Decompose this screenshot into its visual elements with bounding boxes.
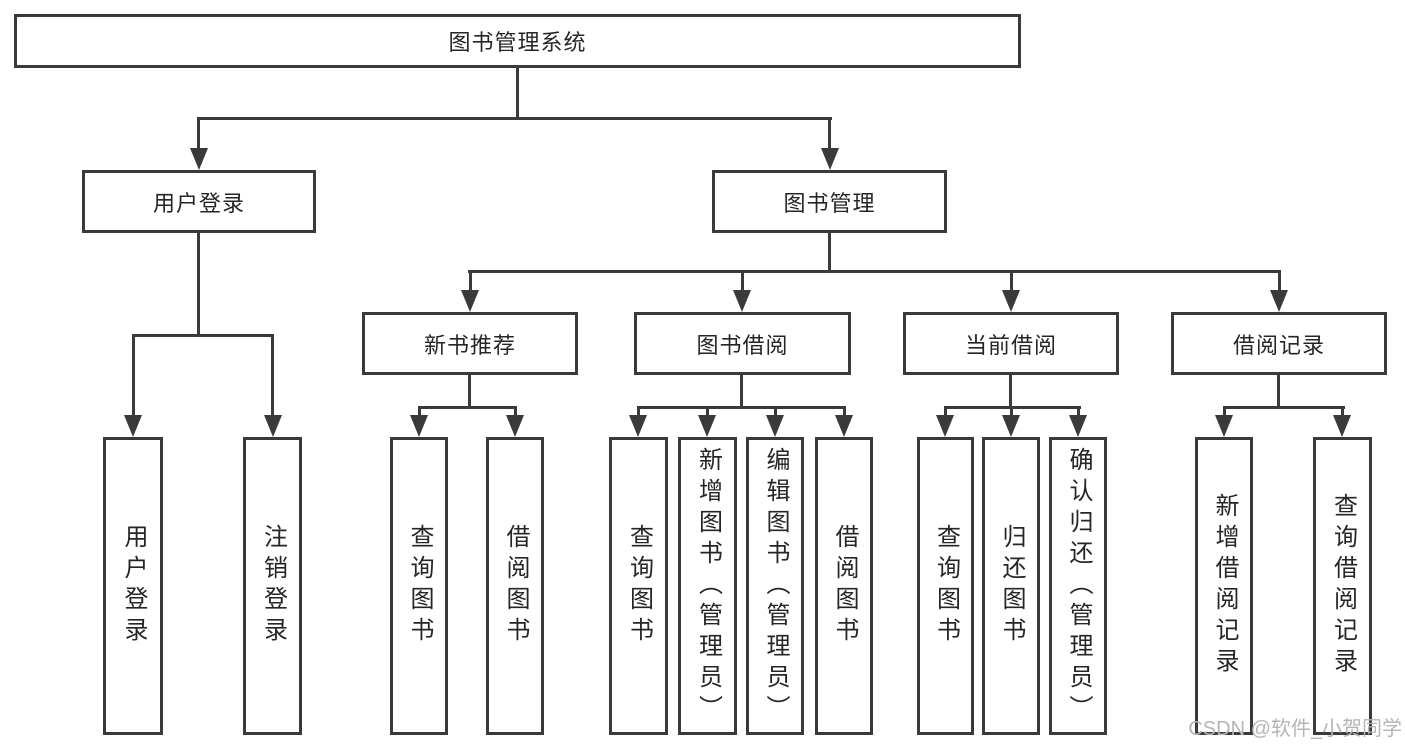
connector-stub [944, 406, 947, 417]
node-book-borrow-label: 图书借阅 [696, 332, 789, 358]
leaf-return-books: 归还图书 [982, 437, 1040, 735]
node-user-login: 用户登录 [82, 170, 316, 233]
leaf-query-books-recommend: 查询图书 [390, 437, 448, 735]
connector-drop-leaf-user-login [132, 334, 135, 417]
connector-stub [706, 406, 709, 417]
arrow-down-icon [190, 148, 208, 170]
leaf-logout: 注销登录 [243, 437, 302, 735]
connector-drop-borrow-record [1278, 270, 1281, 292]
connector-book-management-hbar [468, 270, 1281, 273]
connector-stub [1077, 406, 1080, 417]
arrow-down-icon [1333, 415, 1351, 437]
connector-drop-book-borrow [741, 270, 744, 292]
node-root-label: 图书管理系统 [448, 30, 587, 55]
connector-drop-new-book [469, 270, 472, 292]
node-user-login-label: 用户登录 [152, 190, 245, 216]
leaf-query-books-current: 查询图书 [917, 437, 974, 735]
arrow-down-icon [264, 415, 282, 437]
leaf-query-books-borrow: 查询图书 [609, 437, 668, 735]
leaf-query-books-current-label: 查询图书 [932, 524, 960, 648]
arrow-down-icon [698, 415, 716, 437]
leaf-user-login: 用户登录 [103, 437, 163, 735]
leaf-user-login-label: 用户登录 [120, 524, 147, 648]
node-book-management: 图书管理 [712, 170, 947, 233]
leaf-borrow-books-label: 借阅图书 [831, 524, 858, 648]
node-root: 图书管理系统 [14, 14, 1021, 68]
connector-borrow-record-hbar [1223, 406, 1345, 409]
connector-drop-current-borrow [1010, 270, 1013, 292]
connector-stub [637, 406, 640, 417]
arrow-down-icon [835, 415, 853, 437]
connector-drop-leaf-logout [271, 334, 274, 417]
arrow-down-icon [733, 290, 751, 312]
connector-user-login-hbar [132, 334, 274, 337]
arrow-down-icon [629, 415, 647, 437]
node-current-borrow: 当前借阅 [903, 312, 1119, 375]
leaf-return-books-label: 归还图书 [998, 524, 1025, 648]
connector-stub [774, 406, 777, 417]
connector-drop-book-management [828, 117, 831, 150]
leaf-query-books-borrow-label: 查询图书 [625, 524, 653, 648]
leaf-edit-books-admin: 编辑图书（管理员） [746, 437, 804, 735]
connector-stub [514, 406, 517, 417]
connector-root-trunk [516, 68, 519, 120]
connector-new-book-trunk [468, 375, 471, 409]
leaf-borrow-books: 借阅图书 [815, 437, 873, 735]
connector-stub [1341, 406, 1344, 417]
connector-current-borrow-trunk [1009, 375, 1012, 409]
node-current-borrow-label: 当前借阅 [964, 332, 1057, 358]
arrow-down-icon [1002, 290, 1020, 312]
csdn-watermark: CSDN @软件_小贺同学 [1188, 718, 1402, 740]
connector-stub [1010, 406, 1013, 417]
node-book-borrow: 图书借阅 [634, 312, 851, 375]
leaf-query-borrow-record: 查询借阅记录 [1313, 437, 1372, 735]
node-borrow-record-label: 借阅记录 [1232, 332, 1325, 358]
connector-borrow-record-trunk [1277, 375, 1280, 409]
leaf-confirm-return-admin: 确认归还（管理员） [1049, 437, 1107, 735]
arrow-down-icon [766, 415, 784, 437]
node-new-book-recommend: 新书推荐 [362, 312, 578, 375]
connector-drop-user-login [197, 117, 200, 150]
arrow-down-icon [1215, 415, 1233, 437]
connector-user-login-trunk [197, 233, 200, 337]
arrow-down-icon [461, 290, 479, 312]
arrow-down-icon [124, 415, 142, 437]
leaf-add-borrow-record: 新增借阅记录 [1195, 437, 1253, 735]
node-new-book-recommend-label: 新书推荐 [423, 332, 516, 358]
node-borrow-record: 借阅记录 [1171, 312, 1387, 375]
arrow-down-icon [821, 148, 839, 170]
arrow-down-icon [410, 415, 428, 437]
connector-stub [418, 406, 421, 417]
connector-root-hbar [197, 117, 832, 120]
leaf-borrow-books-recommend-label: 借阅图书 [502, 524, 529, 648]
connector-new-book-hbar [418, 406, 517, 409]
leaf-confirm-return-admin-label: 确认归还（管理员） [1065, 446, 1092, 726]
connector-stub [1223, 406, 1226, 417]
node-book-management-label: 图书管理 [783, 190, 876, 216]
connector-stub [843, 406, 846, 417]
connector-book-management-trunk [828, 233, 831, 273]
leaf-edit-books-admin-label: 编辑图书（管理员） [762, 446, 789, 726]
leaf-add-books-admin-label: 新增图书（管理员） [694, 446, 722, 726]
leaf-query-borrow-record-label: 查询借阅记录 [1329, 493, 1357, 679]
leaf-query-books-recommend-label: 查询图书 [406, 524, 433, 648]
arrow-down-icon [936, 415, 954, 437]
leaf-borrow-books-recommend: 借阅图书 [486, 437, 544, 735]
connector-book-borrow-trunk [740, 375, 743, 409]
leaf-add-borrow-record-label: 新增借阅记录 [1211, 493, 1238, 679]
leaf-logout-label: 注销登录 [259, 524, 287, 648]
arrow-down-icon [506, 415, 524, 437]
leaf-add-books-admin: 新增图书（管理员） [678, 437, 737, 735]
connector-book-borrow-hbar [637, 406, 846, 409]
arrow-down-icon [1270, 290, 1288, 312]
arrow-down-icon [1002, 415, 1020, 437]
arrow-down-icon [1069, 415, 1087, 437]
